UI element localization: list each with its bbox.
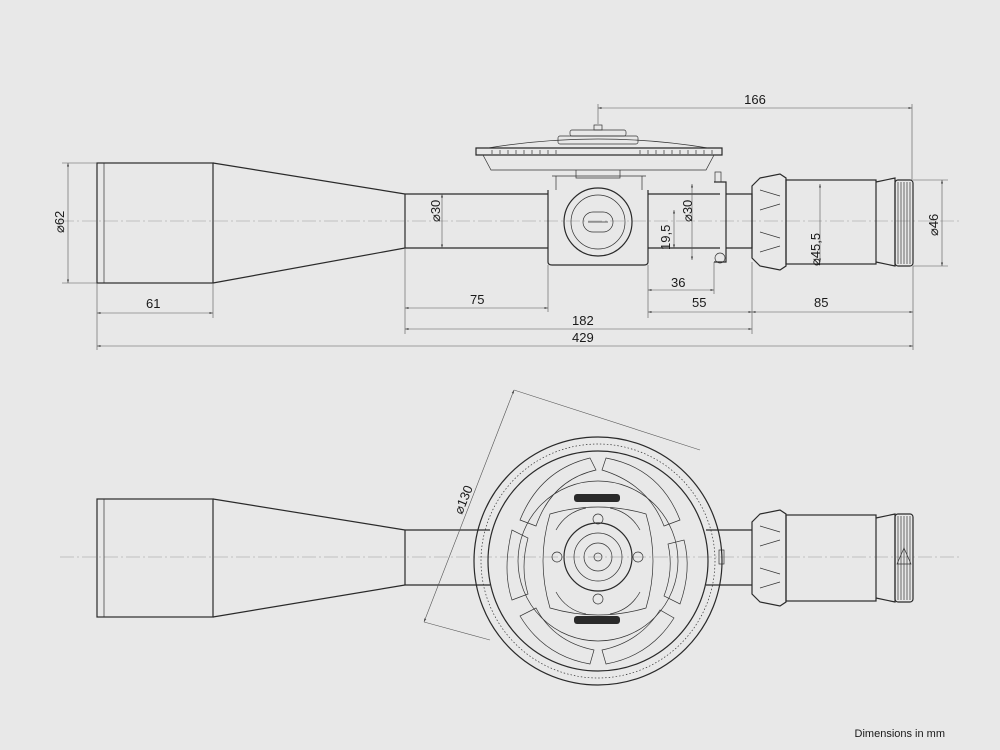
top-objective-bell xyxy=(96,498,214,618)
objective-taper xyxy=(212,162,406,284)
top-power-ring xyxy=(751,509,787,607)
elevation-turret-plate xyxy=(475,147,723,156)
eyepiece-taper xyxy=(875,177,896,267)
dim-61: 61 xyxy=(146,296,160,311)
dim-85: 85 xyxy=(814,295,828,310)
dim-75: 75 xyxy=(470,292,484,307)
turret-saddle xyxy=(547,190,649,266)
top-main-tube xyxy=(404,529,490,586)
top-rear-tube xyxy=(706,529,752,586)
grip-top xyxy=(574,494,620,502)
dim-30-turret: ⌀30 xyxy=(680,200,695,222)
triangle-marker-icon xyxy=(896,547,912,565)
screw-top xyxy=(592,513,604,525)
main-tube xyxy=(404,193,548,249)
top-eyepiece-taper xyxy=(875,513,896,603)
dim-62: ⌀62 xyxy=(52,211,67,233)
screw-right xyxy=(632,551,644,563)
dim-46: ⌀46 xyxy=(926,214,941,236)
dim-182: 182 xyxy=(572,313,594,328)
power-ring xyxy=(751,173,787,271)
dim-130: ⌀130 xyxy=(451,483,476,516)
top-eyepiece-body xyxy=(785,514,877,602)
eyepiece-body xyxy=(785,179,877,265)
rear-tube xyxy=(648,193,720,249)
grip-bottom xyxy=(574,616,620,624)
dim-429: 429 xyxy=(572,330,594,345)
slot-3 xyxy=(663,539,688,605)
windage-knob xyxy=(563,187,633,257)
top-view: ⌀130 xyxy=(60,389,960,686)
side-view: 166 ⌀62 ⌀30 ⌀30 19,5 ⌀45,5 ⌀46 xyxy=(52,92,960,350)
dim-45-5: ⌀45,5 xyxy=(808,233,823,266)
units-note: Dimensions in mm xyxy=(855,728,945,740)
objective-bell xyxy=(96,162,214,284)
dim-36: 36 xyxy=(671,275,685,290)
slot-4 xyxy=(601,609,675,665)
screw-left xyxy=(551,551,563,563)
top-diopter-ring xyxy=(894,513,914,603)
top-objective-taper xyxy=(212,498,406,618)
dim-55: 55 xyxy=(692,295,706,310)
screw-bottom xyxy=(592,593,604,605)
slot-6 xyxy=(506,529,529,601)
slot-5 xyxy=(519,607,595,665)
diopter-ring xyxy=(894,179,914,267)
slot-1 xyxy=(519,457,597,527)
slot-2 xyxy=(601,457,681,527)
dim-166: 166 xyxy=(744,92,766,107)
center-knob xyxy=(563,522,633,592)
dim-19-5: 19,5 xyxy=(658,225,673,250)
dim-30-tube: ⌀30 xyxy=(428,200,443,222)
